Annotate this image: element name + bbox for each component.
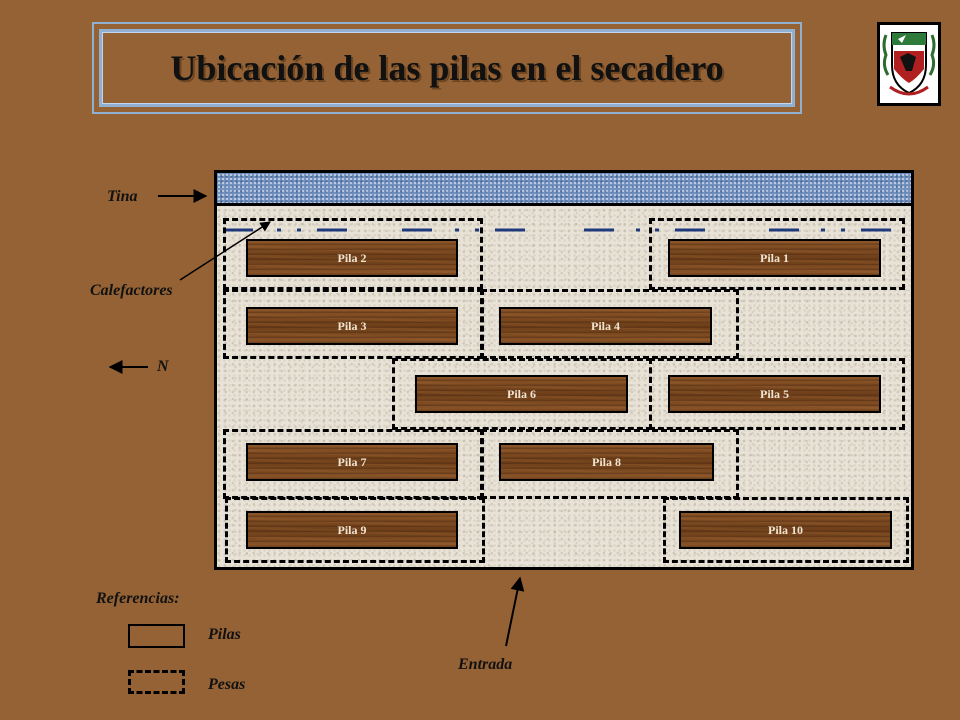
pila-label: Pila 4 — [591, 318, 620, 333]
legend-pilas-swatch — [128, 624, 185, 648]
pila-6: Pila 6 — [415, 375, 628, 413]
pila-3: Pila 3 — [246, 307, 458, 345]
pila-label: Pila 5 — [760, 386, 789, 401]
pila-label: Pila 6 — [507, 386, 536, 401]
entrada-label: Entrada — [458, 656, 513, 673]
pila-8: Pila 8 — [499, 443, 714, 481]
legend-pesas-label: Pesas — [208, 676, 246, 693]
pesa-8 — [481, 429, 739, 499]
crest-logo-icon — [877, 22, 941, 106]
legend-pesas-swatch — [128, 670, 185, 694]
pesa-10 — [663, 497, 909, 563]
pila-4: Pila 4 — [499, 307, 712, 345]
title-inner-frame: Ubicación de las pilas en el secadero — [99, 29, 795, 107]
pila-label: Pila 3 — [337, 318, 367, 333]
pila-label: Pila 7 — [337, 454, 367, 469]
pila-label: Pila 1 — [760, 250, 789, 265]
page-title: Ubicación de las pilas en el secadero — [170, 48, 724, 88]
pila-5: Pila 5 — [668, 375, 881, 413]
pila-10: Pila 10 — [679, 511, 892, 549]
pila-label: Pila 2 — [337, 250, 367, 265]
pila-label: Pila 9 — [337, 522, 367, 537]
pesa-2 — [649, 218, 905, 290]
arrow-up-icon — [505, 576, 525, 647]
crest-logo-graphic — [882, 32, 936, 96]
pila-label: Pila 8 — [592, 454, 621, 469]
legend-title: Referencias: — [96, 590, 180, 607]
pila-9: Pila 9 — [246, 511, 458, 549]
pesa-6 — [649, 358, 905, 430]
pesa-4 — [481, 289, 739, 359]
tina-label: Tina — [107, 188, 138, 205]
pila-label: Pila 10 — [768, 522, 803, 537]
tank-area — [217, 173, 911, 206]
calefactores-label: Calefactores — [90, 282, 173, 299]
pila-7: Pila 7 — [246, 443, 458, 481]
legend-pilas-label: Pilas — [208, 626, 241, 643]
pesa-9 — [225, 497, 485, 563]
drying-room-plan: Pila 2 Pila 1 Pila 3 Pila 4 Pila 6 Pila … — [214, 170, 914, 570]
pila-1: Pila 1 — [668, 239, 881, 277]
title-frame: Ubicación de las pilas en el secadero — [92, 22, 802, 114]
pila-2: Pila 2 — [246, 239, 458, 277]
north-label: N — [157, 358, 169, 375]
